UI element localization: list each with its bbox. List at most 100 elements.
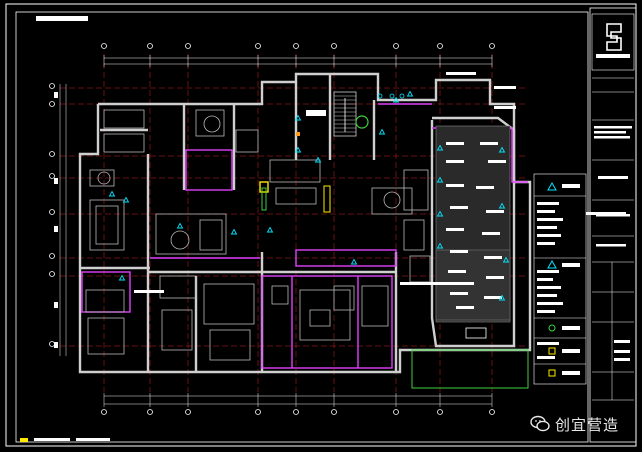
axis-bubble [49, 173, 55, 179]
yellow-sheet-marker [20, 438, 28, 442]
axis-bubble [49, 83, 55, 89]
legend-triangle-symbol [547, 259, 557, 269]
furniture-piece [333, 285, 355, 311]
symbol-marker [392, 96, 400, 103]
dimension-lines [59, 55, 493, 407]
furniture-piece [271, 285, 289, 305]
green-balcony-outline [411, 349, 529, 389]
title-block-text-mark [614, 350, 630, 353]
legend-panel [533, 173, 587, 385]
furniture-piece [299, 289, 351, 341]
symbol-marker [230, 228, 238, 235]
east-area-label [488, 160, 506, 163]
furniture-piece [85, 289, 125, 313]
symbol-marker [108, 190, 116, 197]
furniture-piece [361, 285, 389, 327]
axis-bubble [49, 253, 55, 259]
legend-text-line [537, 302, 563, 305]
legend-text-line [537, 270, 559, 273]
symbol-marker [498, 202, 506, 209]
symbol-marker [266, 226, 274, 233]
symbol-marker [118, 274, 126, 281]
callout-label [400, 282, 474, 285]
exterior-wall [78, 72, 532, 374]
callout-label [446, 72, 476, 75]
company-name-mark [596, 54, 630, 58]
callout-label [54, 92, 58, 98]
axis-bubble [49, 271, 55, 277]
orange-marker [296, 132, 300, 136]
title-block-text-mark [614, 358, 630, 361]
axis-bubble [331, 409, 337, 415]
symbol-marker [436, 144, 444, 151]
furniture-piece [403, 219, 425, 251]
legend-text-mark [562, 349, 580, 353]
legend-text-line [537, 242, 555, 245]
callout-label [54, 342, 58, 348]
legend-text-lines [537, 202, 563, 359]
furniture-piece [89, 169, 115, 187]
axis-bubble [101, 409, 107, 415]
title-block [589, 7, 637, 443]
partition-room [261, 275, 393, 369]
axis-bubbles [49, 43, 495, 415]
axis-bubble [393, 43, 399, 49]
legend-text-line [537, 310, 555, 313]
legend-text-line [537, 356, 555, 359]
furniture-piece [89, 199, 125, 251]
symbol-marker [436, 176, 444, 183]
yellow-fixture-marker [323, 185, 331, 213]
sheet-footer-mark [34, 438, 70, 441]
furniture-piece [275, 187, 317, 205]
sheet-inner-frame [15, 11, 589, 443]
east-area-label [486, 210, 504, 213]
axis-bubble [49, 209, 55, 215]
title-block-border [589, 7, 637, 443]
east-area-label [476, 186, 494, 189]
east-area-label [486, 276, 504, 279]
callout-label [54, 226, 58, 232]
furniture-piece [269, 159, 321, 183]
partitions [81, 103, 528, 369]
axis-bubble [293, 409, 299, 415]
east-area-label [448, 270, 466, 273]
axis-bubble [101, 43, 107, 49]
legend-text-line [537, 218, 563, 221]
symbol-circle [377, 93, 383, 99]
symbol-marker [498, 146, 506, 153]
east-area-label [450, 206, 468, 209]
symbol-circle [389, 93, 395, 99]
symbol-marker [436, 210, 444, 217]
furniture-piece [103, 133, 145, 153]
legend-square-symbol [548, 347, 556, 355]
symbol-marker [406, 90, 414, 97]
axis-bubble [147, 43, 153, 49]
east-area-label [456, 306, 474, 309]
axis-bubble [331, 43, 337, 49]
title-block-text-mark [594, 136, 630, 139]
axis-bubble [293, 43, 299, 49]
legend-text-line [537, 210, 555, 213]
furniture-piece [209, 329, 251, 361]
callout-labels [54, 72, 516, 348]
legend-text-line [537, 226, 557, 229]
title-block-text-mark [596, 244, 626, 247]
title-block-text-mark [598, 176, 628, 179]
watermark-text: 创宜营造 [555, 415, 620, 434]
east-area-labels [446, 142, 506, 309]
symbol-marker [378, 128, 386, 135]
furniture-piece [235, 129, 259, 153]
furniture-piece [103, 109, 145, 129]
east-area-label [450, 250, 468, 253]
symbol-marker [294, 114, 302, 121]
title-block-text-mark [614, 340, 630, 343]
stairwell [333, 91, 357, 137]
legend-text-line [537, 202, 559, 205]
title-block-text-mark [594, 126, 632, 129]
axis-bubble [185, 409, 191, 415]
furniture-piece [87, 317, 125, 355]
axis-bubble [147, 409, 153, 415]
sheet-note-mark [586, 212, 626, 215]
furniture-piece [95, 205, 119, 245]
